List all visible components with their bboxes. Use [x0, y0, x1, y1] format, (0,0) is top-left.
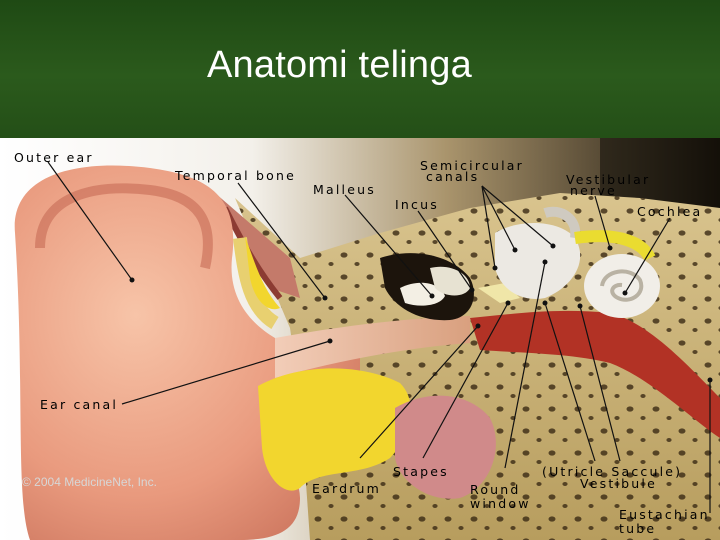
label-ear-canal: Ear canal: [40, 397, 118, 412]
slide-header: Anatomi telinga: [0, 0, 720, 138]
label-round-window-line2: window: [470, 496, 531, 511]
label-stapes: Stapes: [393, 464, 449, 479]
copyright-watermark: © 2004 MedicineNet, Inc.: [22, 475, 157, 489]
label-cochlea: Cochlea: [637, 204, 702, 219]
ear-anatomy-diagram: Outer ear Temporal bone Malleus Semicirc…: [0, 138, 720, 540]
label-vestibule: Vestibule: [580, 476, 657, 491]
label-vestibular-nerve-line2: nerve: [570, 183, 617, 198]
label-eustachian-tube-line1: Eustachian: [619, 507, 710, 522]
label-malleus: Malleus: [313, 182, 376, 197]
label-outer-ear: Outer ear: [14, 150, 94, 165]
label-temporal-bone: Temporal bone: [175, 168, 296, 183]
label-eustachian-tube-line2: tube: [619, 521, 656, 536]
slide-title: Anatomi telinga: [207, 44, 472, 87]
label-incus: Incus: [395, 197, 439, 212]
label-semicircular-canals-line2: canals: [426, 169, 479, 184]
label-round-window-line1: Round: [470, 482, 521, 497]
label-eardrum: Eardrum: [312, 481, 381, 496]
